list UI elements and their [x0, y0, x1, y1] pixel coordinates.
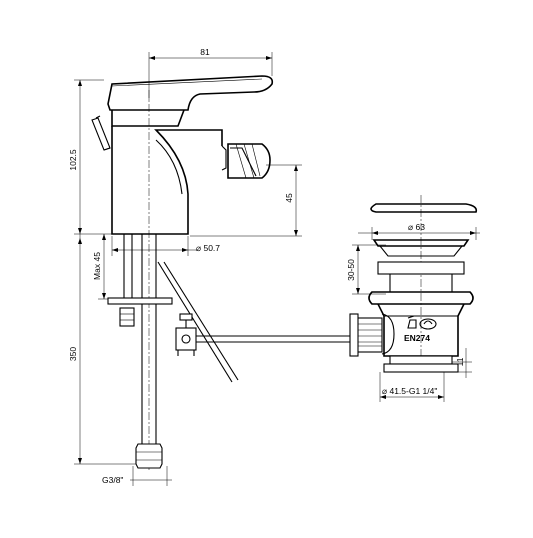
water-drop-icon [419, 318, 437, 330]
dim-waste-tail: 11 [455, 357, 465, 366]
dim-waste-range: 30-50 [346, 259, 356, 281]
popup-rod [157, 261, 356, 383]
dim-hose-length: 350 [68, 347, 78, 361]
recycle-symbol-icon [407, 315, 417, 329]
dim-width-top: 81 [200, 47, 210, 57]
dim-thread: G3/8" [102, 475, 123, 485]
dim-cap-diameter: ⌀ 63 [408, 222, 425, 232]
dim-spout-height: 45 [284, 193, 294, 203]
standard-mark: EN274 [404, 333, 430, 343]
waste-assembly [349, 203, 478, 373]
dimension-lines [74, 52, 480, 486]
dim-max-deck: Max 45 [92, 252, 102, 280]
center-lines [148, 90, 422, 470]
dim-height-total: 102.5 [68, 149, 78, 171]
spray-nozzle [221, 143, 271, 179]
deck-mount [107, 234, 173, 469]
mixer-body [91, 75, 274, 235]
dim-body-diameter: ⌀ 50.7 [196, 243, 220, 253]
dim-waste-thread: ⌀ 41.5-G1 1/4" [382, 386, 437, 396]
